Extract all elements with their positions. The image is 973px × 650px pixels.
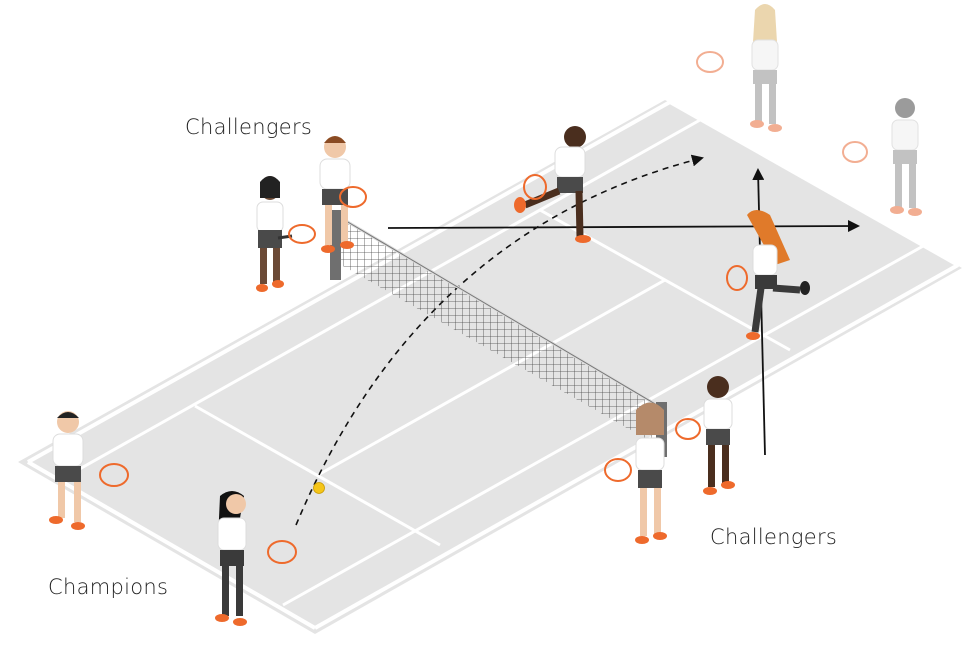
player-bottom-left-boy [49,411,129,530]
player-bottom-girl [215,491,297,626]
service-line-near [194,404,441,547]
singles-sideline-far [282,243,926,607]
team-label-top: Challengers [185,115,313,139]
singles-sideline-near [59,118,701,482]
player-running-boy [514,126,591,243]
net-post-left [330,210,341,280]
player-right-girl [604,402,667,544]
team-label-right: Challengers [710,525,838,549]
team-label-bottom: Champions [48,575,169,599]
tennis-court [18,100,962,634]
tennis-ball-icon [313,482,325,494]
player-right-boy [675,376,735,495]
court-surface [18,100,962,634]
player-faded-top [696,4,782,132]
player-top-boy [319,136,367,253]
player-faded-right [842,98,922,216]
player-top-left-girl [256,176,316,292]
center-service-line [317,278,666,477]
baseline-far [669,100,959,267]
net-mesh [336,215,662,448]
ball-trajectory [295,154,704,526]
player-running-girl [726,210,810,340]
arrow-horizontal [387,220,860,233]
